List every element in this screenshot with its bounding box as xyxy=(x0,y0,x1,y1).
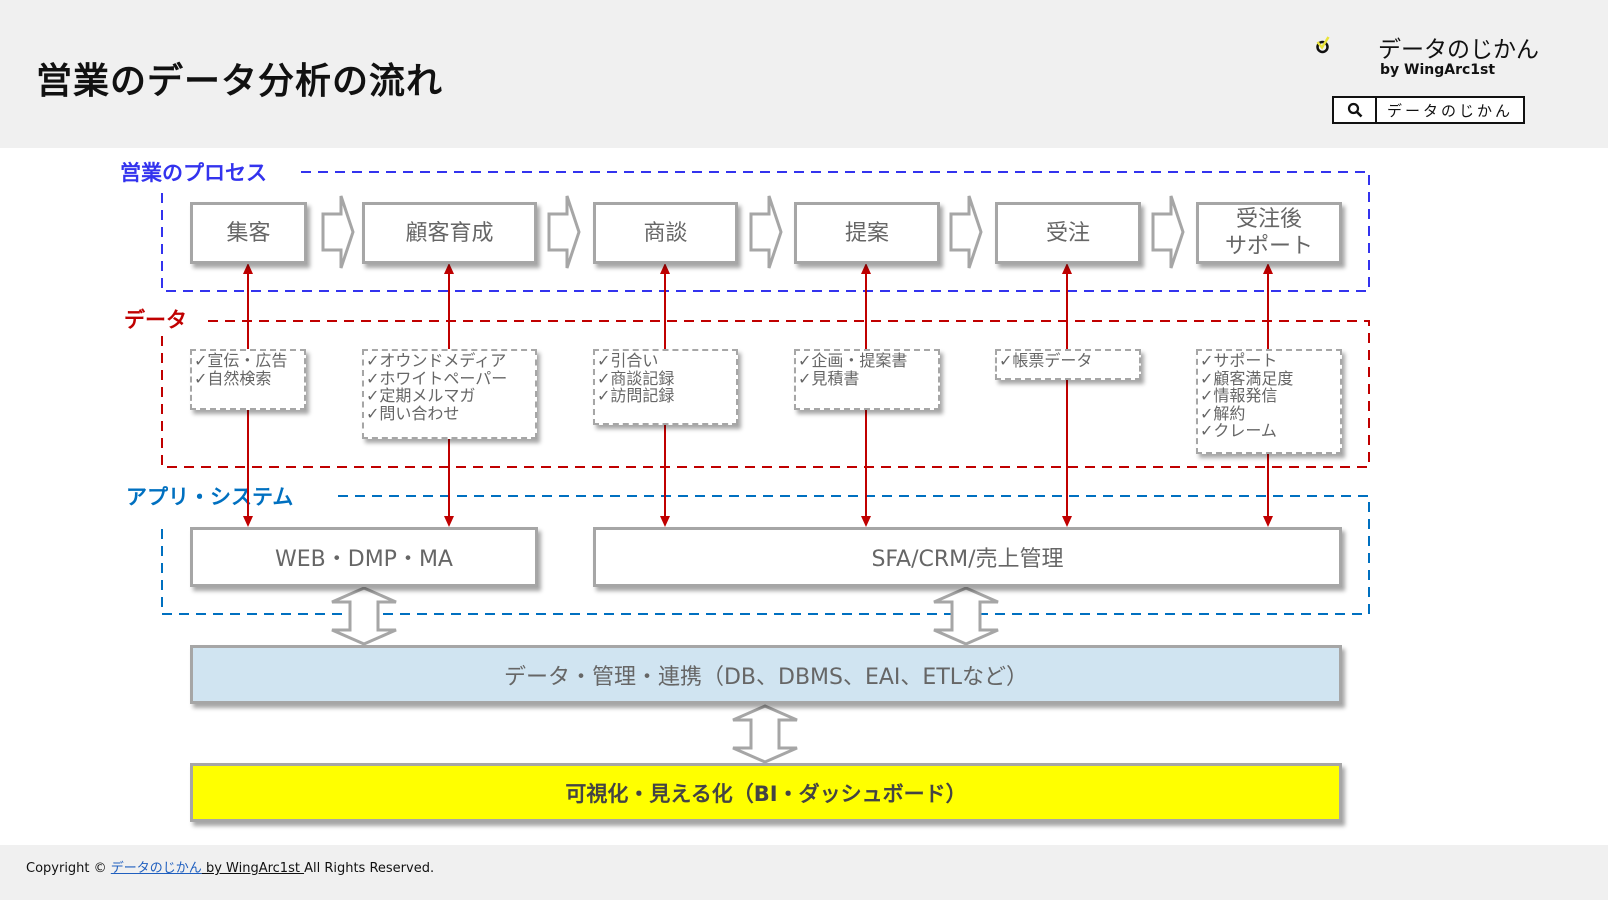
data-item: ✓帳票データ xyxy=(999,351,1093,370)
process-step-negotiation: 商談 xyxy=(593,202,738,264)
search-keyword[interactable]: データのじかん xyxy=(1386,101,1513,120)
system-label: WEB・DMP・MA xyxy=(275,547,453,572)
data-item: ✓企画・提案書 xyxy=(798,351,908,370)
visualization-layer: 可視化・見える化（BI・ダッシュボード） xyxy=(190,763,1342,822)
data-management-layer: データ・管理・連携（DB、DBMS、EAI、ETLなど） xyxy=(190,645,1342,704)
copyright-prefix: Copyright © xyxy=(26,861,111,876)
rights-text: All Rights Reserved. xyxy=(304,861,435,876)
data-item: ✓情報発信 xyxy=(1200,386,1278,405)
data-item: ✓自然検索 xyxy=(194,368,272,388)
system-sfa-crm: SFA/CRM/売上管理 xyxy=(593,527,1342,587)
site-search-box[interactable]: データのじかん xyxy=(1332,96,1525,124)
process-step-label: 商談 xyxy=(643,220,688,246)
data-item: ✓解約 xyxy=(1200,403,1246,423)
site-link[interactable]: データのじかん xyxy=(110,861,202,876)
logo-subtitle: by WingArc1st xyxy=(1380,62,1496,78)
data-group-proposal: ✓企画・提案書 ✓見積書 xyxy=(794,349,940,410)
data-frame xyxy=(161,320,1370,468)
data-item: ✓ホワイトペーパー xyxy=(366,368,508,388)
arrow-down-icon xyxy=(1062,516,1072,527)
process-step-label-line2: サポート xyxy=(1224,234,1313,259)
process-section-label: 営業のプロセス xyxy=(120,161,267,185)
arrow-up-icon xyxy=(243,263,253,274)
data-item: ✓定期メルマガ xyxy=(366,386,476,405)
arrow-up-icon xyxy=(861,263,871,274)
data-group-after-support: ✓サポート ✓顧客満足度 ✓情報発信 ✓解約 ✓クレーム xyxy=(1196,349,1342,454)
two-way-arrow-icon xyxy=(933,586,999,646)
data-item: ✓顧客満足度 xyxy=(1200,368,1294,388)
arrow-up-icon xyxy=(444,263,454,274)
arrow-down-icon xyxy=(861,516,871,527)
data-section-label: データ xyxy=(124,308,187,332)
arrow-down-icon xyxy=(444,516,454,527)
two-way-arrow-icon xyxy=(331,586,397,646)
arrow-down-icon xyxy=(660,516,670,527)
data-group-negotiation: ✓引合い ✓商談記録 ✓訪問記録 xyxy=(593,349,738,425)
header-band: 営業のデータ分析の流れ データのじかん by WingArc1st データのじか… xyxy=(0,0,1608,148)
process-step-nurture: 顧客育成 xyxy=(362,202,537,264)
data-item: ✓クレーム xyxy=(1200,421,1277,440)
flow-arrow-icon xyxy=(321,195,355,269)
process-step-label: 受注 xyxy=(1045,220,1090,246)
page-title: 営業のデータ分析の流れ xyxy=(36,61,444,102)
arrow-up-icon xyxy=(1062,263,1072,274)
arrow-down-icon xyxy=(243,516,253,527)
data-item: ✓問い合わせ xyxy=(366,403,460,423)
data-item: ✓見積書 xyxy=(798,368,860,388)
process-step-label: 提案 xyxy=(844,220,889,246)
arrow-up-icon xyxy=(660,263,670,274)
flow-arrow-icon xyxy=(1151,195,1185,269)
data-item: ✓訪問記録 xyxy=(597,386,675,405)
process-step-label: 顧客育成 xyxy=(405,220,494,246)
flow-arrow-icon xyxy=(949,195,983,269)
visualization-label: 可視化・見える化（BI・ダッシュボード） xyxy=(565,781,967,806)
logo-name[interactable]: データのじかん xyxy=(1378,37,1539,63)
system-label: SFA/CRM/売上管理 xyxy=(871,547,1064,572)
data-group-attract: ✓宣伝・広告 ✓自然検索 xyxy=(190,349,306,410)
apps-section-label: アプリ・システム xyxy=(126,485,294,509)
data-group-nurture: ✓オウンドメディア ✓ホワイトペーパー ✓定期メルマガ ✓問い合わせ xyxy=(362,349,537,439)
footer-band: Copyright © データのじかん by WingArc1st All Ri… xyxy=(0,845,1608,900)
process-step-attract: 集客 xyxy=(190,202,307,264)
data-item: ✓オウンドメディア xyxy=(366,351,507,370)
logo-check-icon[interactable] xyxy=(1316,10,1376,82)
search-icon[interactable] xyxy=(1334,98,1377,122)
data-item: ✓商談記録 xyxy=(597,368,675,388)
process-step-after-support: 受注後 サポート xyxy=(1196,202,1342,264)
flow-arrow-icon xyxy=(547,195,581,269)
company-link[interactable]: by WingArc1st xyxy=(201,861,305,876)
arrow-down-icon xyxy=(1263,516,1273,527)
system-web-dmp-ma: WEB・DMP・MA xyxy=(190,527,538,587)
data-group-order: ✓帳票データ xyxy=(995,349,1141,380)
arrow-up-icon xyxy=(1263,263,1273,274)
data-item: ✓サポート xyxy=(1200,351,1278,370)
process-step-label-line1: 受注後 xyxy=(1235,207,1302,232)
flow-arrow-icon xyxy=(749,195,783,269)
process-step-order: 受注 xyxy=(995,202,1141,264)
process-frame xyxy=(161,171,1370,292)
data-management-label: データ・管理・連携（DB、DBMS、EAI、ETLなど） xyxy=(503,664,1029,690)
data-item: ✓宣伝・広告 xyxy=(194,351,288,370)
data-item: ✓引合い xyxy=(597,351,659,370)
two-way-arrow-icon xyxy=(732,704,798,764)
process-step-label: 集客 xyxy=(226,220,271,246)
process-step-proposal: 提案 xyxy=(794,202,940,264)
copyright: Copyright © データのじかん by WingArc1st All Ri… xyxy=(26,857,434,876)
